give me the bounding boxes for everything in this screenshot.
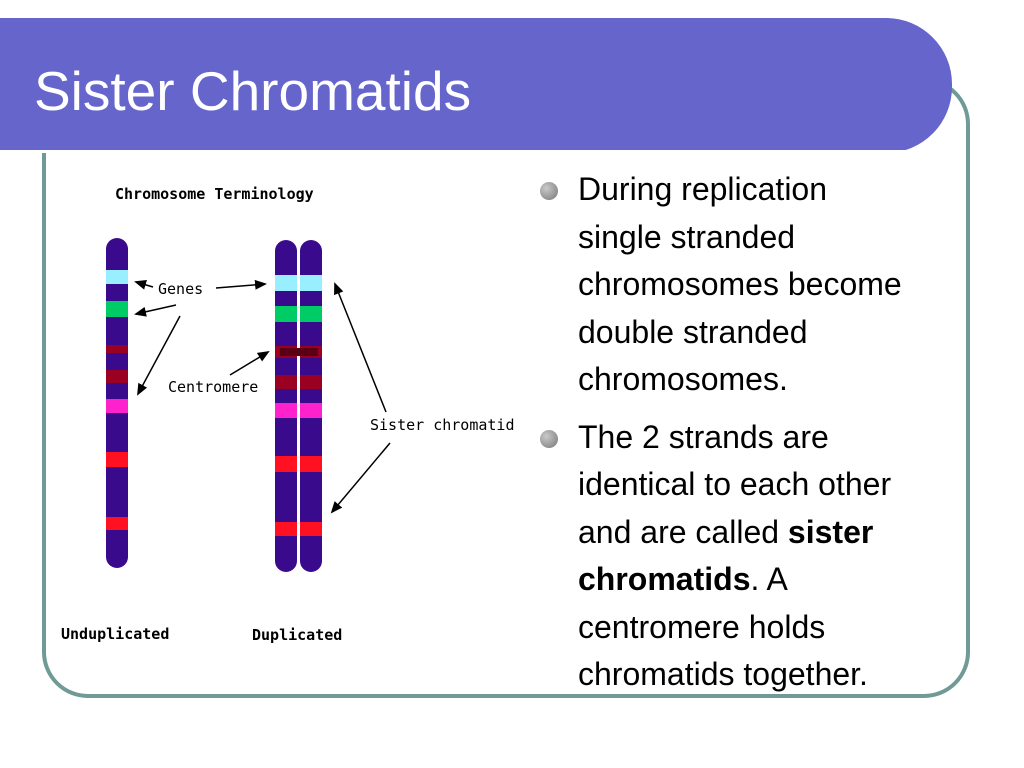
gene-band-cyan [106,270,128,284]
bullet-list: During replication single stranded chrom… [540,166,980,709]
arrow-centromere [229,350,270,376]
band-red [106,517,128,530]
unduplicated-label: Unduplicated [61,625,169,643]
bullet-line: chromatids together. [578,656,868,692]
band-red [106,452,128,467]
bold-term-chromatids: chromatids [578,561,751,597]
band-magenta [275,403,297,418]
band-red [300,522,322,536]
bullet-line: double stranded [578,313,808,350]
title-bar: Sister Chromatids [0,18,952,153]
gene-band-green [275,306,297,322]
gene-band-green [300,306,322,322]
title-underline [0,150,906,153]
bullet-text-run: . A [750,561,788,597]
bullet-dot-icon [540,429,558,448]
band-red [275,522,297,536]
gene-band-green [106,301,128,317]
bullet-item: The 2 strands are identical to each othe… [540,414,980,699]
chromosome-diagram: Chromosome Terminology [58,168,530,658]
genes-label: Genes [158,280,203,298]
bullet-text-run: and are called [578,513,788,550]
diagram-svg: Chromosome Terminology [61,185,515,644]
band-red [275,456,297,472]
arrow-sister-lower [330,442,391,514]
bullet-line: During replication [578,171,828,207]
bullet-dot-icon [540,182,558,200]
arrow-genes-to-unduplicated-lower [137,315,181,396]
arrow-sister-upper [334,282,387,413]
bullet-line: chromosomes. [578,361,788,397]
arrow-genes-to-duplicated [215,279,267,290]
duplicated-chromatid-left [275,240,297,572]
bullet-line: chromatids. A [578,556,980,604]
bullet-line: chromosomes become [578,266,902,302]
band-darkred [106,370,128,383]
band-darkred [300,375,322,389]
arrow-genes-to-unduplicated-top [134,280,154,290]
gene-band-cyan [300,275,322,291]
centromere-label: Centromere [168,378,258,396]
band-darkred [106,345,128,353]
centromere [280,348,318,356]
unduplicated-chromosome [106,238,128,568]
bullet-line: The 2 strands are [578,418,829,455]
arrow-genes-to-unduplicated-green [134,304,177,317]
bullet-line: centromere holds [578,608,826,645]
duplicated-label: Duplicated [252,626,342,644]
bold-term-sister: sister [787,513,874,550]
bullet-line: single stranded [578,218,796,255]
duplicated-chromatid-right [300,240,322,572]
diagram-heading: Chromosome Terminology [115,185,314,203]
sister-chromatid-label: Sister chromatid [370,416,515,434]
gene-band-cyan [275,275,297,291]
slide-title: Sister Chromatids [34,60,472,122]
band-magenta [300,403,322,418]
bullet-line: identical to each other [578,466,892,502]
bullet-line: and are called sister [578,509,980,557]
band-magenta [106,399,128,413]
band-red [300,456,322,472]
bullet-item: During replication single stranded chrom… [540,166,980,404]
band-darkred [275,375,297,389]
